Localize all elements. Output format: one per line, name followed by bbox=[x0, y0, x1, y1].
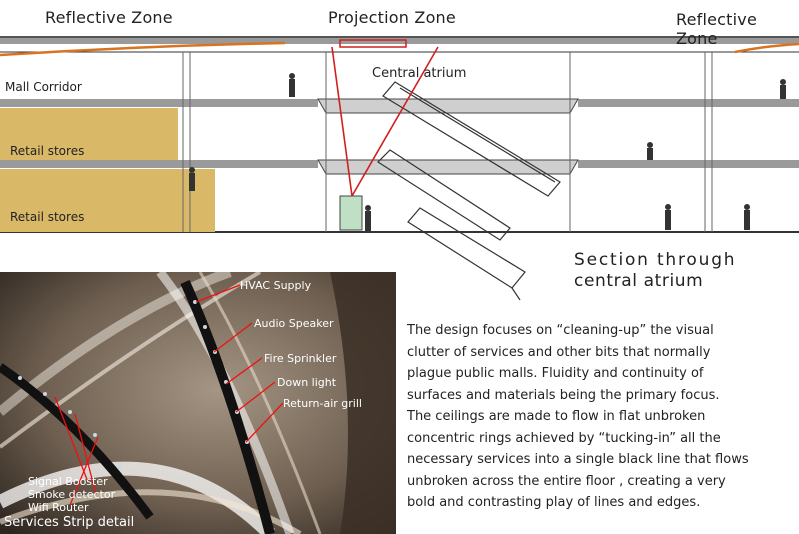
description-line: The design focuses on “cleaning-up” the … bbox=[407, 323, 714, 338]
services-strip-caption: Services Strip detail bbox=[4, 515, 135, 530]
section-title-line1: Section through bbox=[574, 250, 737, 270]
service-strip-main bbox=[180, 279, 275, 534]
smoke-detector-label: Smoke detector bbox=[28, 488, 116, 501]
retail-block-upper bbox=[0, 108, 178, 160]
reflective-zone-label-right: Reflective Zone bbox=[676, 10, 757, 48]
services-strip-photo bbox=[0, 272, 396, 534]
central-atrium-label: Central atrium bbox=[372, 66, 467, 81]
retail-stores-label-lower: Retail stores bbox=[10, 210, 85, 224]
design-description: The design focuses on “cleaning-up” the … bbox=[407, 320, 793, 514]
fire-sprinkler-label: Fire Sprinkler bbox=[264, 352, 337, 365]
projection-zone-box bbox=[339, 39, 407, 48]
retail-block-lower bbox=[0, 169, 215, 232]
human-figures bbox=[189, 73, 786, 231]
down-light-label: Down light bbox=[277, 376, 337, 389]
wifi-router-label: Wifi Router bbox=[28, 501, 89, 514]
reflective-arc-left bbox=[0, 41, 286, 57]
columns bbox=[182, 52, 713, 232]
signal-booster-label: Signal Booster bbox=[28, 475, 108, 488]
projection-zone-label: Projection Zone bbox=[328, 8, 456, 27]
service-strip-left bbox=[0, 363, 154, 520]
projection-rays bbox=[331, 46, 439, 197]
return-air-grill-label: Return-air grill bbox=[283, 397, 362, 410]
description-line: unbroken across the entire floor , creat… bbox=[407, 473, 726, 489]
services-strip-render bbox=[0, 272, 396, 534]
description-line: concentric rings achieved by “tucking-in… bbox=[407, 430, 721, 446]
hvac-supply-label: HVAC Supply bbox=[240, 279, 312, 292]
description-line: necessary services into a single black l… bbox=[407, 452, 749, 467]
reflective-zone-label-left: Reflective Zone bbox=[45, 8, 173, 27]
section-title-line2: central atrium bbox=[574, 271, 704, 291]
retail-stores-label-upper: Retail stores bbox=[10, 144, 85, 158]
description-line: clutter of services and other bits that … bbox=[407, 344, 711, 360]
mall-corridor-label: Mall Corridor bbox=[5, 80, 82, 94]
reflective-arc-right bbox=[734, 42, 799, 54]
description-line: surfaces and materials being the primary… bbox=[407, 387, 720, 403]
description-line: The ceilings are made to flow in flat un… bbox=[407, 409, 706, 424]
audio-speaker-label: Audio Speaker bbox=[254, 317, 334, 330]
section-title: Section through central atrium bbox=[574, 250, 736, 292]
description-line: plague public malls. Fluidity and contin… bbox=[407, 366, 704, 381]
description-line: bold and contrasting play of lines and e… bbox=[407, 495, 701, 510]
escalators bbox=[377, 81, 561, 300]
projection-screen bbox=[339, 195, 363, 231]
section-drawing bbox=[0, 36, 799, 300]
